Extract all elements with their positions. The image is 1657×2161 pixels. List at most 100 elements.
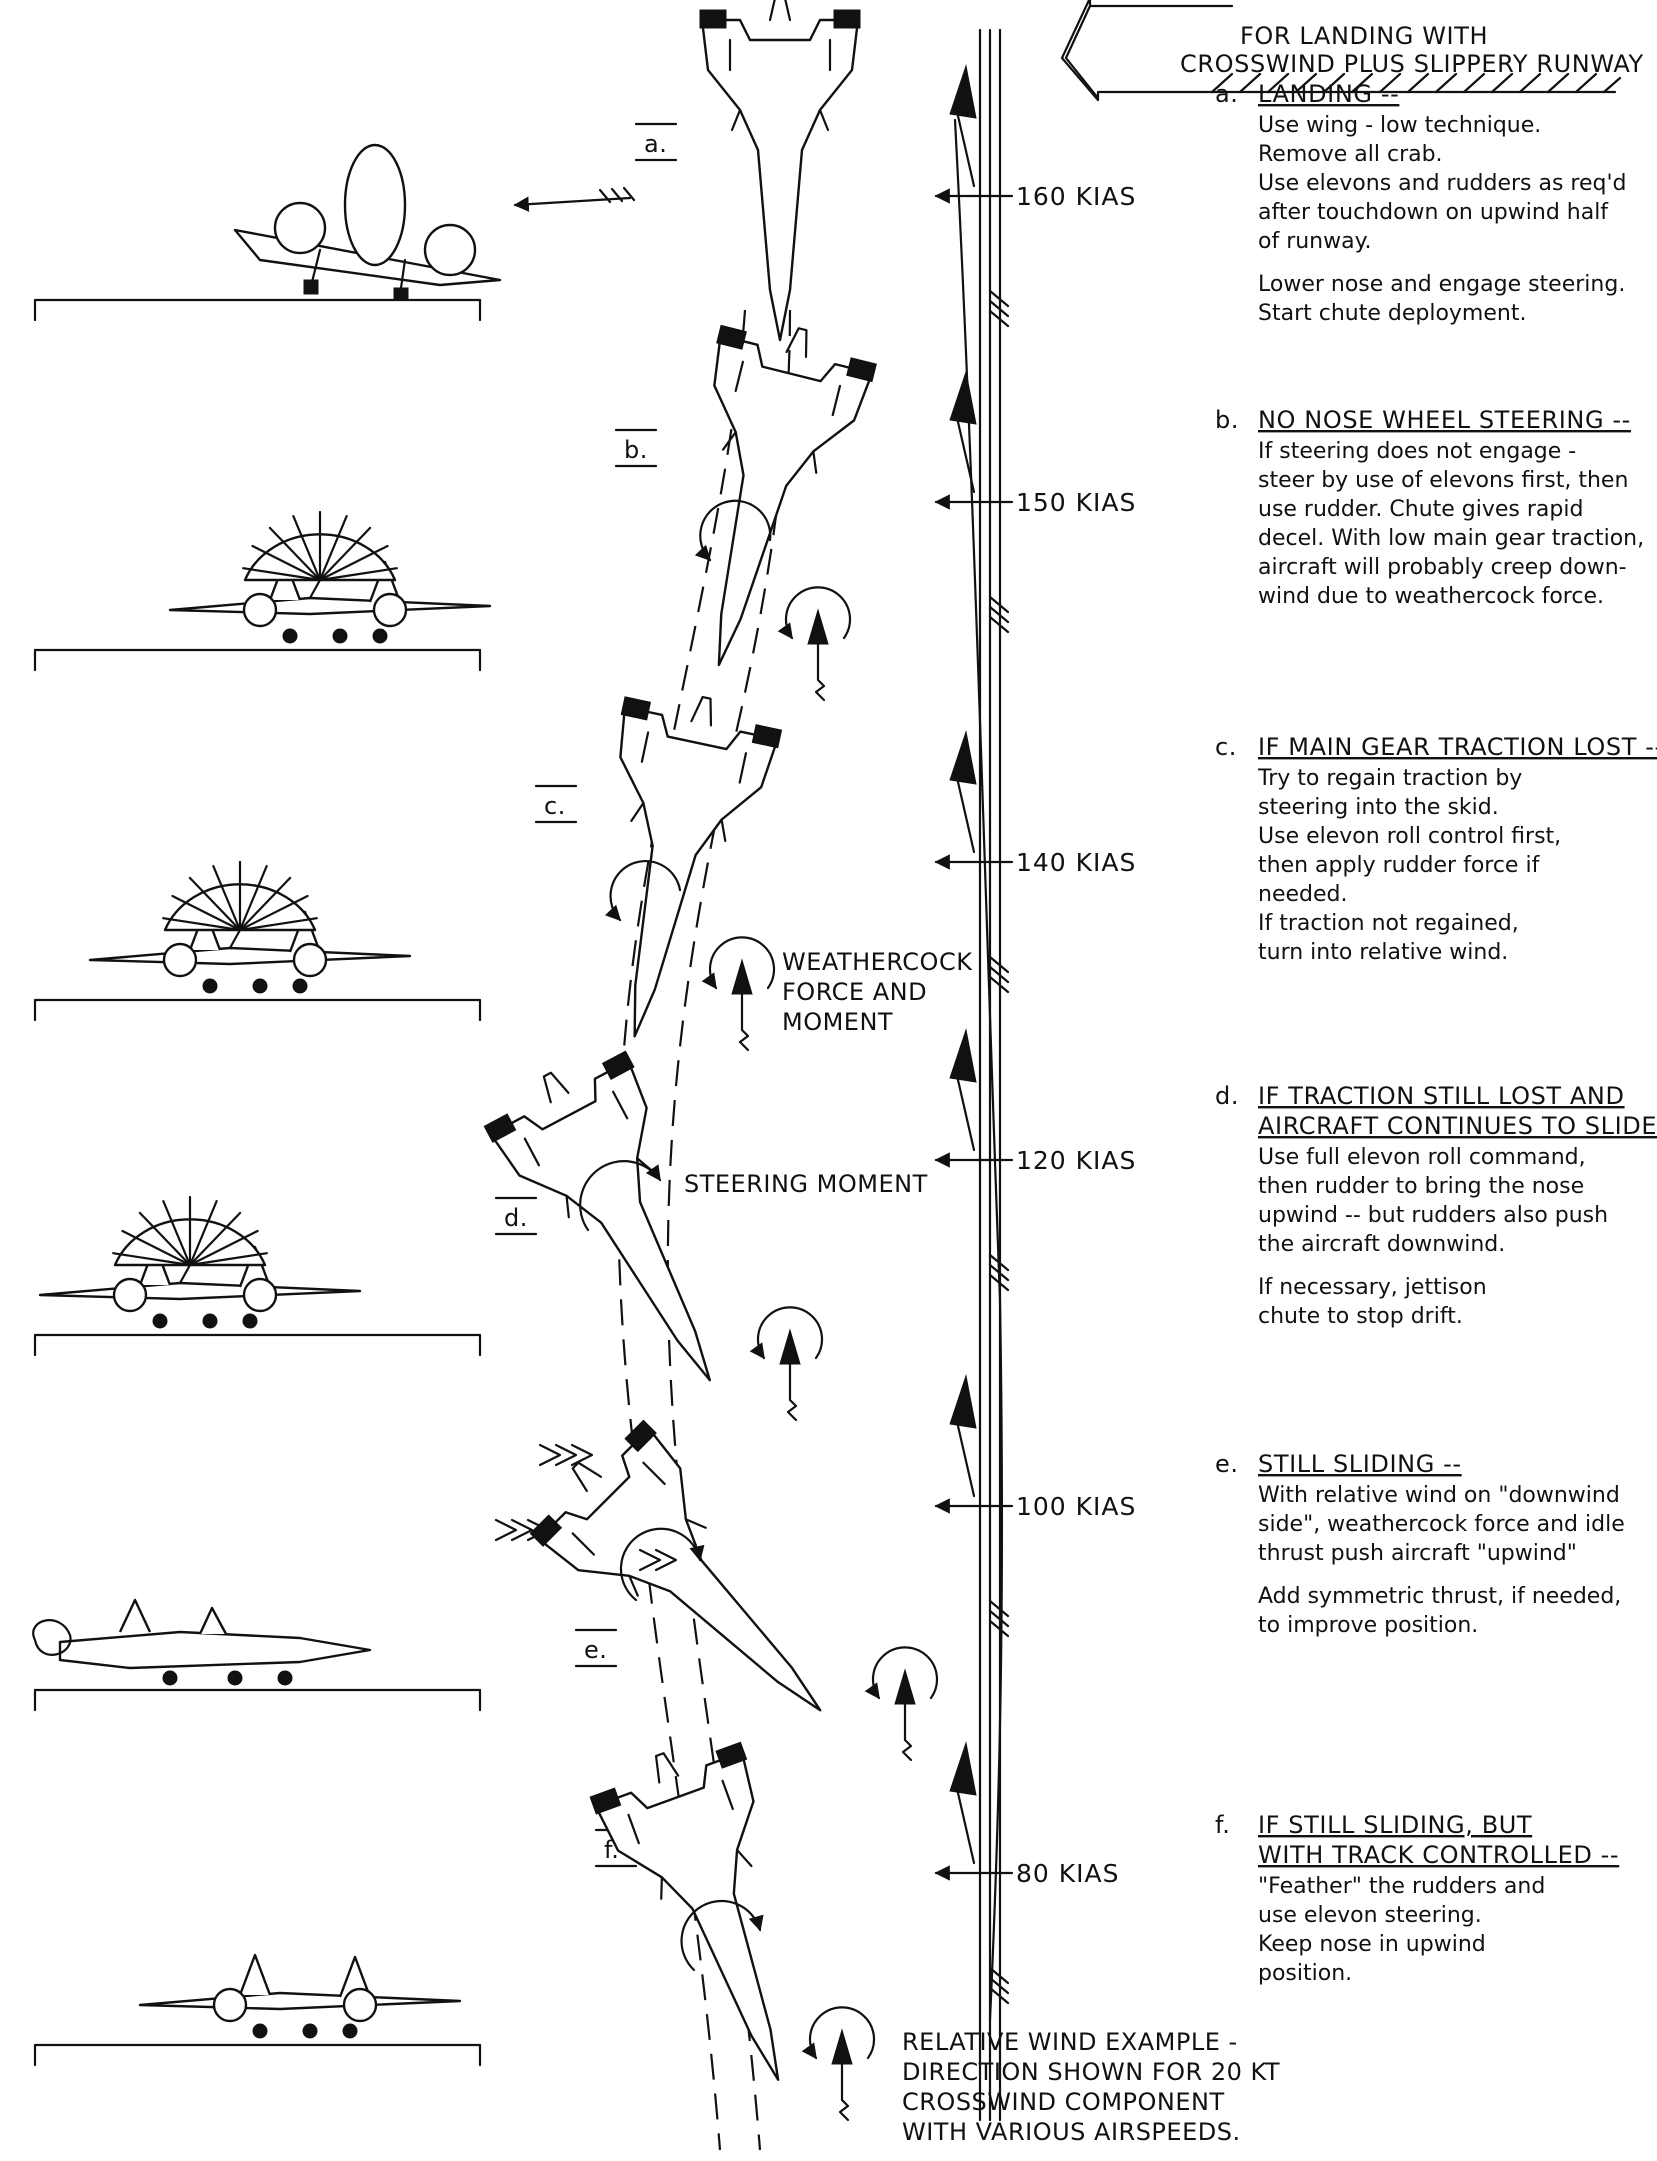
runway-ground-line bbox=[33, 1688, 482, 1712]
step-letter-tag: a. bbox=[634, 122, 678, 162]
note-line: use rudder. Chute gives rapid bbox=[1258, 497, 1583, 522]
step-row-a: a. bbox=[33, 122, 678, 322]
track-arrow bbox=[956, 1078, 976, 1152]
note-line: Remove all crab. bbox=[1258, 142, 1443, 167]
note-heading: NO NOSE WHEEL STEERING -- bbox=[1258, 406, 1631, 434]
note-line: side", weathercock force and idle bbox=[1258, 1512, 1625, 1537]
aircraft-side-icon bbox=[38, 1195, 362, 1329]
note-line: If steering does not engage - bbox=[1258, 439, 1576, 464]
step-letter: e. bbox=[584, 1636, 607, 1664]
note-line: If necessary, jettison bbox=[1258, 1275, 1487, 1300]
aircraft-top-icon bbox=[640, 308, 882, 686]
speed-label: 140 KIAS bbox=[1016, 848, 1136, 877]
note-line: then rudder to bring the nose bbox=[1258, 1174, 1584, 1199]
note-heading: IF TRACTION STILL LOST AND bbox=[1258, 1082, 1625, 1110]
steering-moment-label: STEERING MOMENT bbox=[684, 1170, 928, 1198]
aircraft-side-icon bbox=[88, 860, 412, 994]
note-line: to improve position. bbox=[1258, 1613, 1478, 1638]
step-row-c: c. bbox=[33, 784, 578, 1022]
rotation-arrows bbox=[579, 499, 772, 1972]
step-row-d: d. bbox=[33, 1195, 538, 1357]
note-line: position. bbox=[1258, 1961, 1352, 1986]
note-block-c: c.IF MAIN GEAR TRACTION LOST --Try to re… bbox=[1215, 733, 1657, 965]
note-line: of runway. bbox=[1258, 229, 1371, 254]
aircraft-side-icon bbox=[32, 1598, 372, 1686]
step-letter-tag: e. bbox=[574, 1628, 618, 1668]
speed-marker: 160 KIAS bbox=[934, 64, 1135, 328]
speed-marker: 80 KIAS bbox=[934, 1741, 1119, 2005]
note-heading: WITH TRACK CONTROLLED -- bbox=[1258, 1841, 1619, 1869]
track-arrow bbox=[956, 1791, 976, 1865]
track-arrow bbox=[956, 114, 976, 188]
relative-wind-note: RELATIVE WIND EXAMPLE - DIRECTION SHOWN … bbox=[902, 2028, 1280, 2146]
note-line: steering into the skid. bbox=[1258, 795, 1499, 820]
step-letter: c. bbox=[544, 792, 566, 820]
speed-label: 150 KIAS bbox=[1016, 488, 1136, 517]
note-heading: IF STILL SLIDING, BUT bbox=[1258, 1811, 1532, 1839]
note-line: Add symmetric thrust, if needed, bbox=[1258, 1584, 1621, 1609]
speed-marker: 100 KIAS bbox=[934, 1374, 1136, 1638]
note-letter: c. bbox=[1215, 733, 1237, 761]
note-line: Use wing - low technique. bbox=[1258, 113, 1541, 138]
note-line: Use elevons and rudders as req'd bbox=[1258, 171, 1627, 196]
drag-chute-icon bbox=[112, 1195, 268, 1285]
header-title-line2: CROSSWIND PLUS SLIPPERY RUNWAY bbox=[1180, 50, 1644, 78]
note-line: upwind -- but rudders also push bbox=[1258, 1203, 1608, 1228]
track-arrowhead bbox=[949, 64, 977, 119]
drag-chute-icon bbox=[242, 510, 398, 600]
note-line: With relative wind on "downwind bbox=[1258, 1483, 1620, 1508]
note-block-e: e.STILL SLIDING --With relative wind on … bbox=[1215, 1450, 1625, 1638]
relative-wind-track bbox=[953, 118, 1004, 2022]
track-arrow bbox=[956, 1424, 976, 1498]
note-line: steer by use of elevons first, then bbox=[1258, 468, 1628, 493]
track-hatch bbox=[988, 289, 1010, 328]
note-letter: a. bbox=[1215, 80, 1239, 108]
speed-marker: 140 KIAS bbox=[934, 730, 1136, 994]
note-line: chute to stop drift. bbox=[1258, 1304, 1463, 1329]
note-line: after touchdown on upwind half bbox=[1258, 200, 1609, 225]
note-line: decel. With low main gear traction, bbox=[1258, 526, 1644, 551]
step-letter: b. bbox=[624, 436, 648, 464]
aircraft-side-icon bbox=[138, 1953, 462, 2039]
moment-arrow-icon bbox=[710, 937, 774, 1050]
note-line: the aircraft downwind. bbox=[1258, 1232, 1505, 1257]
header-title-line1: FOR LANDING WITH bbox=[1240, 22, 1488, 50]
track-arrow bbox=[956, 420, 976, 494]
step-rows: a.b.c.d.e.f. bbox=[32, 122, 678, 2067]
drag-chute-icon bbox=[162, 860, 318, 950]
note-line: Use full elevon roll command, bbox=[1258, 1145, 1586, 1170]
track-hatch bbox=[988, 1599, 1010, 1638]
crosswind-arrow-icon bbox=[1060, 0, 1622, 102]
weathercock-annotation: WEATHERCOCK FORCE AND MOMENT bbox=[782, 948, 973, 1036]
speed-marker: 150 KIAS bbox=[934, 370, 1136, 634]
speed-label: 100 KIAS bbox=[1016, 1492, 1136, 1521]
note-line: wind due to weathercock force. bbox=[1258, 584, 1604, 609]
note-line: Use elevon roll control first, bbox=[1258, 824, 1561, 849]
note-line: turn into relative wind. bbox=[1258, 940, 1508, 965]
track-arrowhead bbox=[949, 370, 977, 425]
note-letter: e. bbox=[1215, 1450, 1239, 1478]
note-line: thrust push aircraft "upwind" bbox=[1258, 1541, 1577, 1566]
step-row-b: b. bbox=[33, 428, 658, 672]
track-arrowhead bbox=[949, 1741, 977, 1796]
note-letter: f. bbox=[1215, 1811, 1231, 1839]
note-line: Start chute deployment. bbox=[1258, 301, 1526, 326]
note-line: Keep nose in upwind bbox=[1258, 1932, 1486, 1957]
track-arrowhead bbox=[949, 730, 977, 785]
aircraft-top-icon bbox=[583, 1726, 855, 2109]
drag-chute-icon bbox=[32, 1619, 72, 1656]
note-block-b: b. NO NOSE WHEEL STEERING -- If steering d… bbox=[1215, 406, 1644, 609]
note-letter: b. bbox=[1215, 406, 1239, 434]
moment-arrow-icon bbox=[810, 2007, 874, 2120]
moment-arrow-icon bbox=[873, 1647, 937, 1760]
note-block-a: a.LANDING --Use wing - low technique.Rem… bbox=[1215, 80, 1627, 326]
step-letter-tag: d. bbox=[494, 1196, 538, 1236]
note-line: then apply rudder force if bbox=[1258, 853, 1541, 878]
procedure-notes: a.LANDING --Use wing - low technique.Rem… bbox=[1215, 80, 1657, 1986]
note-line: use elevon steering. bbox=[1258, 1903, 1482, 1928]
track-hatch bbox=[988, 1253, 1010, 1292]
moment-arrow-icon bbox=[758, 1307, 822, 1420]
track-arrowhead bbox=[949, 1028, 977, 1083]
